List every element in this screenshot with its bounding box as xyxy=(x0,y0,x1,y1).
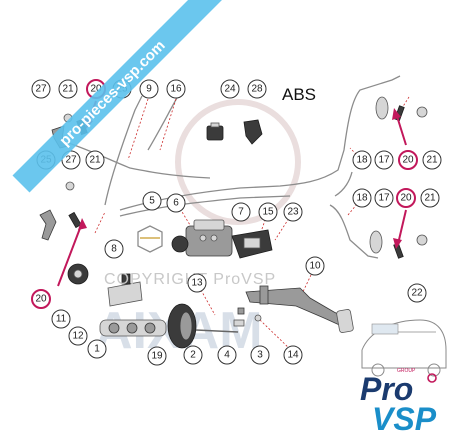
logo-vsp-text: VSP xyxy=(372,401,437,437)
svg-text:17: 17 xyxy=(378,193,390,204)
abs-relay-24 xyxy=(206,122,224,141)
callout-4: 4 xyxy=(217,345,237,365)
callout-3: 3 xyxy=(250,345,270,365)
callout-2: 2 xyxy=(183,345,203,365)
logo-dot-icon xyxy=(427,373,437,383)
svg-text:23: 23 xyxy=(287,207,299,218)
callout-21: 21 xyxy=(85,150,105,170)
callout-20-highlight: 20 xyxy=(396,188,416,208)
svg-text:20: 20 xyxy=(35,294,47,305)
brake-booster xyxy=(167,303,239,349)
callout-19: 19 xyxy=(147,346,167,366)
callout-15: 15 xyxy=(258,202,278,222)
callout-18: 18 xyxy=(352,150,372,170)
svg-text:18: 18 xyxy=(356,155,368,166)
pedal-clip-parts xyxy=(233,307,262,327)
svg-text:3: 3 xyxy=(257,350,263,361)
callout-21: 21 xyxy=(420,188,440,208)
callout-16: 16 xyxy=(166,79,186,99)
callout-20-highlight: 20 xyxy=(398,150,418,170)
svg-text:20: 20 xyxy=(402,155,414,166)
svg-text:20: 20 xyxy=(90,84,102,95)
svg-text:28: 28 xyxy=(251,84,263,95)
svg-text:20: 20 xyxy=(400,193,412,204)
svg-text:12: 12 xyxy=(72,331,84,342)
logo-group-label: GROUP xyxy=(397,368,416,374)
svg-text:15: 15 xyxy=(262,207,274,218)
svg-text:10: 10 xyxy=(309,261,321,272)
callout-27: 27 xyxy=(61,150,81,170)
callouts: 27 21 20 25 9 16 24 28 25 27 21 18 17 20… xyxy=(31,79,442,366)
svg-text:27: 27 xyxy=(35,84,47,95)
logo-pro-text: Pro xyxy=(360,371,413,407)
abs-relay-28 xyxy=(243,119,263,145)
wheel-speed-sensor-front xyxy=(375,96,428,122)
brake-master-cylinder xyxy=(99,319,167,337)
car-outline xyxy=(361,319,447,377)
svg-text:21: 21 xyxy=(62,84,74,95)
callout-22: 22 xyxy=(407,283,427,303)
emblem-watermark xyxy=(175,99,301,225)
callout-23: 23 xyxy=(283,202,303,222)
abs-ecu-bracket xyxy=(231,229,273,259)
svg-text:13: 13 xyxy=(191,278,203,289)
svg-text:14: 14 xyxy=(287,350,299,361)
callout-20-highlight: 20 xyxy=(31,289,51,309)
svg-text:22: 22 xyxy=(411,288,423,299)
svg-text:8: 8 xyxy=(111,244,117,255)
svg-text:21: 21 xyxy=(426,155,438,166)
svg-text:19: 19 xyxy=(151,351,163,362)
callout-7: 7 xyxy=(231,202,251,222)
svg-text:21: 21 xyxy=(89,155,101,166)
svg-text:9: 9 xyxy=(146,84,152,95)
callout-8: 8 xyxy=(104,239,124,259)
svg-text:6: 6 xyxy=(173,198,179,209)
svg-text:21: 21 xyxy=(424,193,436,204)
callout-27: 27 xyxy=(31,79,51,99)
svg-text:1: 1 xyxy=(94,344,100,355)
callout-24: 24 xyxy=(220,79,240,99)
callout-13: 13 xyxy=(187,273,207,293)
callout-17: 17 xyxy=(374,150,394,170)
svg-text:2: 2 xyxy=(190,350,196,361)
callout-11: 11 xyxy=(51,309,71,329)
provsp-logo: GROUP Pro VSP xyxy=(360,368,437,437)
svg-text:27: 27 xyxy=(65,155,77,166)
callout-14: 14 xyxy=(283,345,303,365)
callout-28: 28 xyxy=(247,79,267,99)
callout-10: 10 xyxy=(305,256,325,276)
svg-text:5: 5 xyxy=(149,196,155,207)
svg-text:11: 11 xyxy=(56,314,67,325)
svg-text:18: 18 xyxy=(356,193,368,204)
callout-6: 6 xyxy=(166,193,186,213)
svg-text:7: 7 xyxy=(238,207,244,218)
brake-line-fitting xyxy=(137,225,163,253)
callout-1: 1 xyxy=(87,339,107,359)
callout-12: 12 xyxy=(68,326,88,346)
callout-9: 9 xyxy=(139,79,159,99)
abs-hydraulic-unit xyxy=(171,219,233,257)
svg-text:24: 24 xyxy=(224,84,236,95)
callout-21: 21 xyxy=(58,79,78,99)
callout-5: 5 xyxy=(142,191,162,211)
brake-fluid-reservoir xyxy=(67,263,143,307)
svg-text:17: 17 xyxy=(378,155,390,166)
callout-21: 21 xyxy=(422,150,442,170)
callout-18: 18 xyxy=(352,188,372,208)
abs-bracket-left xyxy=(39,181,82,241)
svg-text:16: 16 xyxy=(170,84,182,95)
brake-pedal-assembly xyxy=(245,285,354,333)
svg-text:4: 4 xyxy=(224,350,230,361)
abs-section-label: ABS xyxy=(282,85,316,104)
callout-17: 17 xyxy=(374,188,394,208)
